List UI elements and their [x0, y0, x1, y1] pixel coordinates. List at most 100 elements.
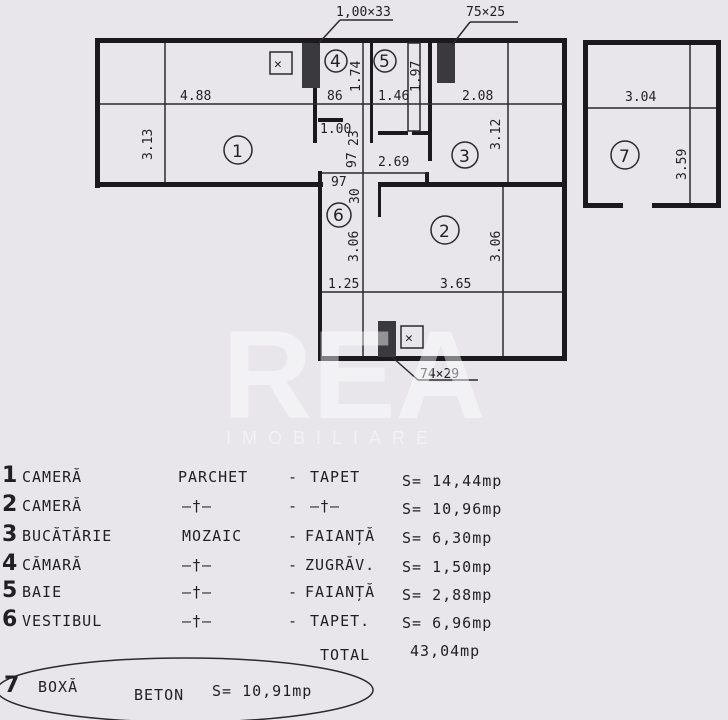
- legend-row: 4 CĂMARĂ —†— - ZUGRĂV. S= 1,50mp: [2, 551, 491, 576]
- plan-label: BETON: [134, 686, 184, 704]
- plan-label: CĂMARĂ: [22, 555, 82, 574]
- plan-line: [318, 356, 567, 361]
- chimney-label: 74×29: [420, 367, 459, 382]
- plan-label: 97: [345, 152, 360, 168]
- plan-label: -: [288, 527, 298, 545]
- plan-label: S= 2,88mp: [402, 586, 492, 604]
- plan-line: [583, 40, 588, 208]
- plan-label: 4.88: [180, 89, 211, 104]
- plan-label: BAIE: [22, 583, 62, 601]
- plan-label: —†—: [182, 583, 212, 601]
- plan-line: [324, 49, 348, 73]
- chimney-1: [302, 43, 320, 88]
- plan-label: ZUGRĂV.: [305, 555, 375, 574]
- plan-line: [430, 215, 460, 245]
- room-number: 6: [333, 206, 344, 226]
- chimney-3: [378, 321, 396, 357]
- plan-line: [610, 140, 640, 170]
- plan-line: [313, 43, 317, 143]
- plan-label: 3.13: [141, 129, 156, 160]
- watermark-logo: REA: [222, 306, 486, 445]
- room-number: 2: [439, 222, 450, 242]
- plan-line: [378, 187, 381, 217]
- plan-label: VESTIBUL: [22, 612, 102, 630]
- plan-line: [583, 203, 623, 208]
- plan-label: PARCHET: [178, 468, 248, 486]
- legend-row: 5 BAIE —†— - FAIANȚĂ S= 2,88mp: [2, 578, 492, 604]
- plan-line: [317, 19, 341, 45]
- plan-label: S= 14,44mp: [402, 472, 502, 490]
- upper-block-walls: [95, 38, 567, 361]
- plan-label: -: [288, 612, 298, 630]
- vent-cross-icon: ✕: [405, 331, 413, 346]
- plan-line: [716, 40, 721, 208]
- thin-lines: [100, 42, 562, 356]
- plan-label: 7: [4, 673, 19, 698]
- plan-line: [451, 141, 479, 169]
- plan-line: [562, 187, 567, 361]
- plan-label: 1.25: [328, 277, 359, 292]
- plan-label: -: [288, 556, 298, 574]
- room-number: 1: [232, 142, 243, 162]
- plan-label: —†—: [182, 556, 212, 574]
- plan-label: -: [288, 468, 298, 486]
- plan-line: [223, 135, 253, 165]
- plan-line: [378, 131, 408, 135]
- room-number: 4: [330, 52, 341, 72]
- chimney-2: [437, 43, 455, 83]
- plan-label: 3: [2, 522, 17, 547]
- legend-row: 6 VESTIBUL —†— - TAPET. S= 6,96mp: [2, 607, 491, 632]
- plan-label: BOXĂ: [38, 677, 78, 696]
- plan-label: 1.97: [409, 61, 424, 92]
- vent-icon: [269, 51, 293, 75]
- plan-label: 1.74: [349, 61, 364, 92]
- plan-label: FAIANȚĂ: [305, 526, 375, 545]
- plan-label: 3.06: [347, 231, 362, 262]
- plan-label: -: [288, 583, 298, 601]
- plan-label: 3.06: [489, 231, 504, 262]
- plan-line: [318, 171, 322, 361]
- vent-cross-icon: ✕: [274, 57, 282, 72]
- plan-label: 1.00: [320, 122, 351, 137]
- plan-label: —†—: [182, 497, 212, 515]
- plan-label: 2.08: [462, 89, 493, 104]
- plan-label: CAMERĂ: [22, 467, 82, 486]
- watermark-subtitle: IMOBILIARE: [226, 428, 439, 448]
- legend-row: 3 BUCĂTĂRIE MOZAIC - FAIANȚĂ S= 6,30mp: [2, 522, 492, 547]
- plan-label: 97: [331, 175, 347, 190]
- plan-label: 1: [2, 463, 17, 488]
- chimneys: ✕ ✕: [269, 19, 518, 381]
- plan-line: [652, 203, 721, 208]
- plan-line: [407, 42, 421, 132]
- plan-line: [391, 356, 419, 381]
- room-number: 7: [619, 147, 630, 167]
- room-number: 5: [379, 52, 390, 72]
- plan-label: S= 10,91mp: [212, 682, 312, 700]
- plan-label: 2.69: [378, 155, 409, 170]
- total-value: 43,04mp: [410, 642, 480, 660]
- plan-label: 30: [348, 188, 363, 204]
- plan-line: [318, 118, 343, 122]
- plan-label: CAMERĂ: [22, 496, 82, 515]
- plan-line: [95, 182, 323, 187]
- plan-label: S= 6,30mp: [402, 529, 492, 547]
- chimney-label: 1,00×33: [336, 5, 391, 20]
- legend-table: 1 CAMERĂ PARCHET - TAPET S= 14,44mp 2 CA…: [0, 463, 502, 720]
- box-7-walls: [583, 40, 721, 208]
- total-label: TOTAL: [320, 646, 370, 664]
- dimensions: 4.88 3.13 86 1.74 1.46 1.97 2.08 3.12 2.…: [141, 61, 690, 292]
- plan-label: 3.59: [675, 149, 690, 180]
- plan-label: TAPET.: [310, 612, 370, 630]
- plan-line: [583, 40, 721, 45]
- chimney-label: 75×25: [466, 5, 505, 20]
- plan-label: 5: [2, 578, 17, 603]
- room-number: 3: [459, 147, 470, 167]
- plan-label: 3.04: [625, 90, 656, 105]
- plan-label: 2: [2, 492, 17, 517]
- vent-icon: [400, 325, 424, 349]
- plan-line: [373, 49, 397, 73]
- plan-label: 3.12: [489, 119, 504, 150]
- plan-label: 23: [347, 130, 362, 146]
